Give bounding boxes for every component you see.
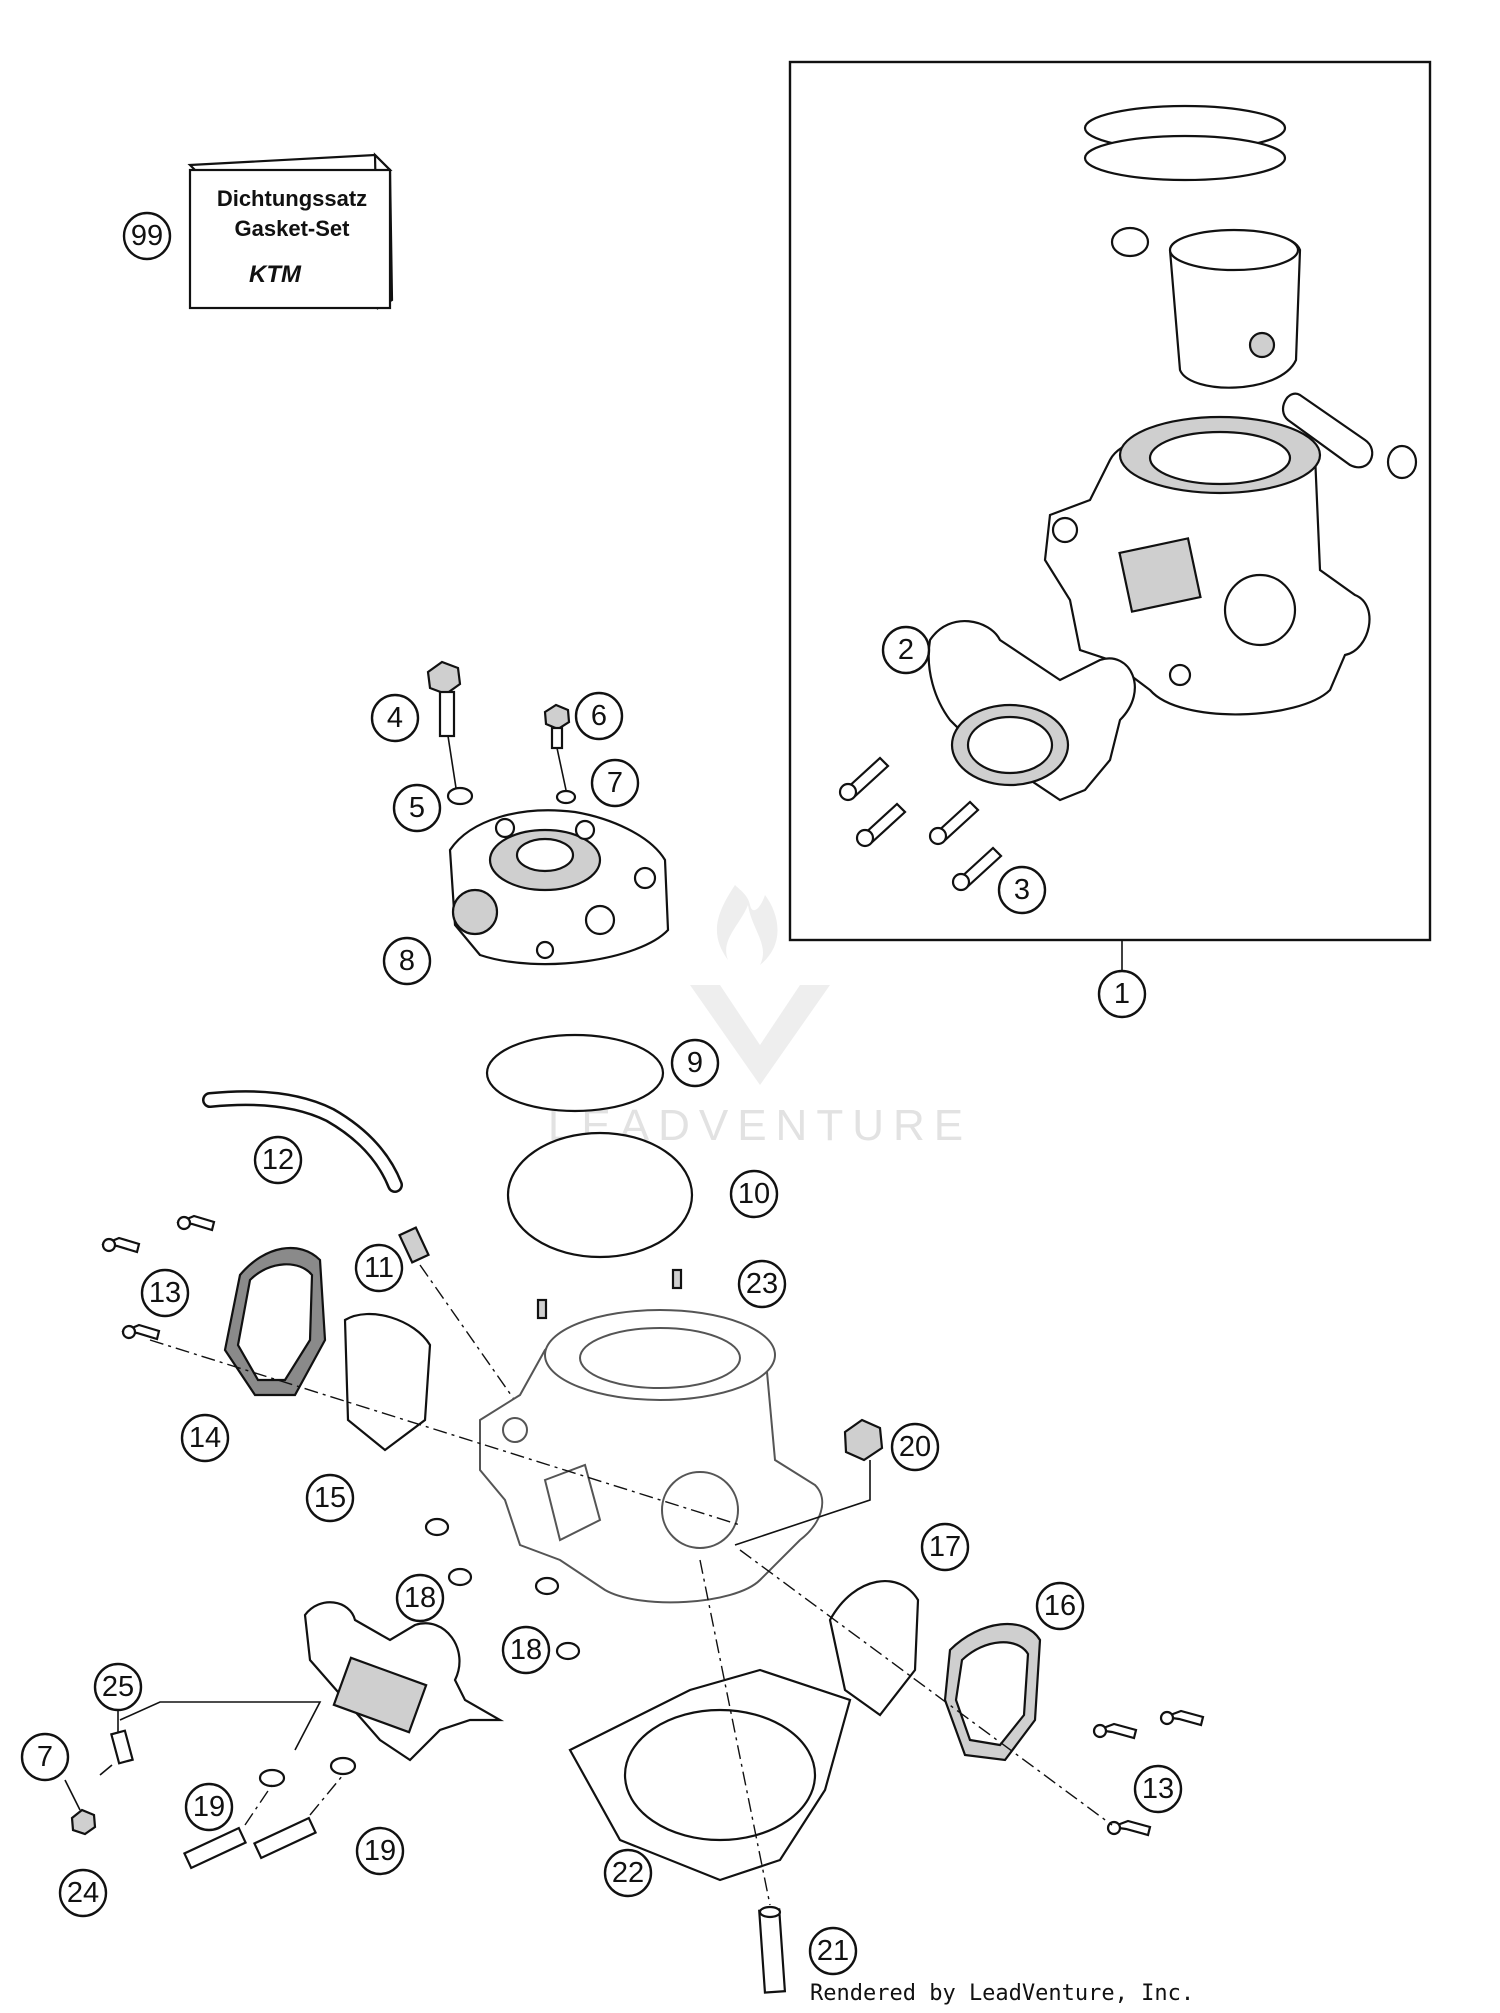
cover-right xyxy=(739,1549,1205,1837)
svg-text:20: 20 xyxy=(899,1431,931,1463)
svg-text:2: 2 xyxy=(898,634,914,666)
svg-text:11: 11 xyxy=(364,1252,394,1284)
svg-text:5: 5 xyxy=(409,792,425,824)
svg-text:23: 23 xyxy=(746,1268,778,1300)
svg-text:7: 7 xyxy=(37,1741,53,1773)
callout-20: 20 xyxy=(890,1422,940,1472)
callout-19-left: 19 xyxy=(184,1782,234,1832)
intake-flange xyxy=(70,1601,505,1870)
callout-5: 5 xyxy=(392,783,442,833)
svg-text:13: 13 xyxy=(1142,1773,1174,1805)
svg-text:3: 3 xyxy=(1014,874,1030,906)
callout-15: 15 xyxy=(305,1473,355,1523)
dowel-pin xyxy=(699,1559,787,1994)
callout-7-upper: 7 xyxy=(590,758,640,808)
svg-text:22: 22 xyxy=(612,1857,644,1889)
callout-16: 16 xyxy=(1035,1581,1085,1631)
callout-24: 24 xyxy=(58,1868,108,1918)
main-cylinder xyxy=(479,1268,824,1604)
callouts: 99 1 2 3 4 5 6 7 8 9 10 11 12 13 14 15 1… xyxy=(20,211,1183,1976)
intake-flange-kit xyxy=(838,620,1136,892)
callout-6: 6 xyxy=(574,691,624,741)
callout-7-lower: 7 xyxy=(20,1732,70,1782)
svg-text:19: 19 xyxy=(364,1835,396,1867)
o-ring-9 xyxy=(485,1033,665,1113)
head-fasteners xyxy=(426,660,577,806)
callout-12: 12 xyxy=(253,1135,303,1185)
callout-21: 21 xyxy=(808,1926,858,1976)
callout-10: 10 xyxy=(729,1169,779,1219)
svg-text:18: 18 xyxy=(404,1582,436,1614)
callout-99: 99 xyxy=(122,211,172,261)
callout-3: 3 xyxy=(997,865,1047,915)
svg-text:6: 6 xyxy=(591,700,607,732)
callout-13-left: 13 xyxy=(140,1268,190,1318)
callout-18-left: 18 xyxy=(395,1573,445,1623)
svg-text:14: 14 xyxy=(189,1422,221,1454)
cylinder-head xyxy=(448,809,670,966)
callout-8: 8 xyxy=(382,936,432,986)
svg-text:10: 10 xyxy=(738,1178,770,1210)
piston-assembly xyxy=(1083,104,1418,480)
callout-23: 23 xyxy=(737,1259,787,1309)
rendered-by-footer: Rendered by LeadVenture, Inc. xyxy=(810,1981,1194,2006)
svg-text:24: 24 xyxy=(67,1877,99,1909)
gasket-box-line2: Gasket-Set xyxy=(235,216,351,241)
callout-4: 4 xyxy=(370,693,420,743)
callout-13-right: 13 xyxy=(1133,1764,1183,1814)
svg-text:99: 99 xyxy=(131,220,163,252)
base-gasket xyxy=(568,1668,852,1882)
svg-text:16: 16 xyxy=(1044,1590,1076,1622)
flange-screws xyxy=(838,756,1003,892)
breather-hose xyxy=(202,1090,526,1416)
svg-text:12: 12 xyxy=(262,1144,294,1176)
callout-18-right: 18 xyxy=(501,1625,551,1675)
flange-bolts-left xyxy=(101,1214,216,1341)
callout-19-right: 19 xyxy=(355,1826,405,1876)
cylinder-kit-frame xyxy=(788,60,1432,972)
svg-text:15: 15 xyxy=(314,1482,346,1514)
small-o-rings xyxy=(424,1517,581,1661)
o-ring-10 xyxy=(506,1131,694,1259)
callout-22: 22 xyxy=(603,1848,653,1898)
svg-text:17: 17 xyxy=(929,1531,961,1563)
svg-text:21: 21 xyxy=(817,1935,849,1967)
svg-text:9: 9 xyxy=(687,1047,703,1079)
svg-text:19: 19 xyxy=(193,1791,225,1823)
callout-25: 25 xyxy=(93,1662,143,1712)
callout-1: 1 xyxy=(1097,969,1147,1019)
svg-text:25: 25 xyxy=(102,1671,134,1703)
callout-17: 17 xyxy=(920,1522,970,1572)
callout-11: 11 xyxy=(354,1243,404,1293)
cylinder-kit-cylinder xyxy=(1043,415,1371,716)
exhaust-flange xyxy=(101,1214,741,1526)
svg-text:18: 18 xyxy=(510,1634,542,1666)
callout-9: 9 xyxy=(670,1038,720,1088)
svg-text:1: 1 xyxy=(1114,978,1130,1010)
gasket-set-box: Dichtungssatz Gasket-Set KTM xyxy=(187,152,394,310)
callout-14: 14 xyxy=(180,1413,230,1463)
gasket-box-line1: Dichtungssatz xyxy=(217,186,367,211)
svg-text:4: 4 xyxy=(387,702,403,734)
svg-text:8: 8 xyxy=(399,945,415,977)
ktm-logo: KTM xyxy=(249,261,302,288)
svg-text:13: 13 xyxy=(149,1277,181,1309)
svg-text:7: 7 xyxy=(607,767,623,799)
callout-2: 2 xyxy=(881,625,931,675)
stud-nut xyxy=(734,1418,884,1546)
